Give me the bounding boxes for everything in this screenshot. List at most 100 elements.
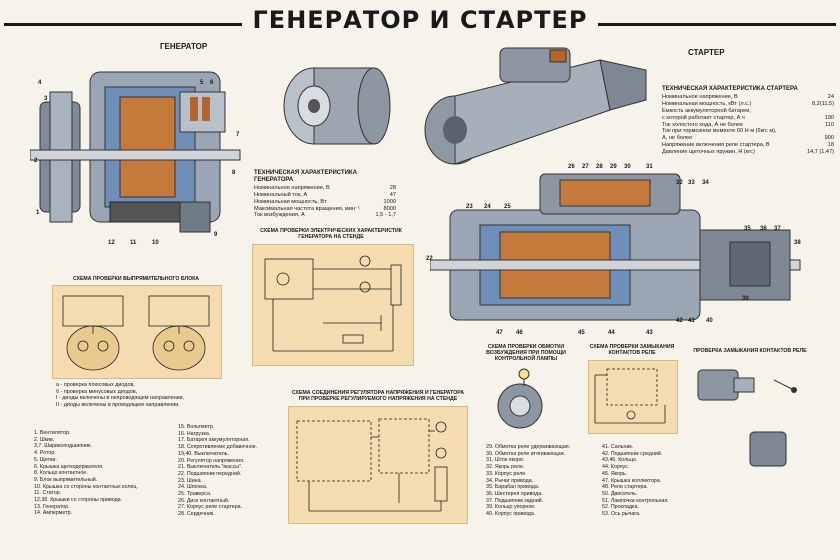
legend-item: 12,38. Крышки со стороны привода. <box>34 497 123 504</box>
gen-callout-7: 7 <box>236 132 240 138</box>
starter-callout-36: 36 <box>760 226 767 232</box>
legend-item: 3,7. Шарикоподшипник. <box>34 443 92 450</box>
legend-item: 5. Щетки. <box>34 456 57 463</box>
relay-check-illustration <box>697 369 797 467</box>
gen-callout-3: 3 <box>44 96 48 102</box>
legend-item: 13. Генератор. <box>34 503 70 510</box>
starter-spec-key: Ток холостого хода, А не более <box>662 121 744 128</box>
legend-column-3: 29. Обмотка реле удерживающая. 30. Обмот… <box>486 444 596 518</box>
legend-item: 53. Ось рычага. <box>602 511 641 518</box>
legend-item: 42. Подшипник средний. <box>602 450 663 457</box>
legend-item: 45. Якорь. <box>602 470 628 477</box>
legend-item: 9. Блок выпрямительный. <box>34 476 98 483</box>
gen-callout-6: 6 <box>210 80 214 86</box>
starter-callout-45: 45 <box>578 330 585 336</box>
legend-item: 1. Вентилятор. <box>34 430 71 436</box>
relay-scheme-caption: СХЕМА ПРОВЕРКИ ЗАМЫКАНИЯ КОНТАКТОВ РЕЛЕ <box>589 344 675 356</box>
starter-callout-33: 33 <box>688 180 695 186</box>
starter-spec-value: 24 <box>827 93 834 100</box>
legend-column-4: 41. Сальник. 42. Подшипник средний. 43,4… <box>602 444 702 518</box>
legend-column-2: 15. Вольтметр. 16. Нагрузка. 17. Батарея… <box>178 424 288 518</box>
starter-cutaway-illustration <box>430 173 801 321</box>
starter-spec-value: 14,7 (1,47) <box>806 149 834 156</box>
legend-item: 16. Нагрузка. <box>178 430 211 437</box>
starter-spec-key: Емкость аккумуляторной батареи, <box>662 107 751 114</box>
starter-callout-32: 32 <box>676 180 683 186</box>
starter-spec-key: Давление щеточных пружин, Н (кгс) <box>662 149 755 156</box>
generator-exterior-illustration <box>283 67 391 145</box>
legend-item: 48. Реле стартера. <box>602 484 648 491</box>
rect-scheme-caption: СХЕМА ПРОВЕРКИ ВЫПРЯМИТЕЛЬНОГО БЛОКА <box>72 276 200 282</box>
starter-spec-key: Ток при тормозном моменте 60 Н м (6кгс м… <box>662 128 777 135</box>
legend-item: 8. Кольцо контактное. <box>34 470 88 477</box>
legend-item: 51. Лампочка контрольная. <box>602 497 669 504</box>
legend-item: 35. Барабан привода. <box>486 484 540 491</box>
diode-note: I - диоды включены в непроводящем направ… <box>56 395 185 402</box>
generator-label: ГЕНЕРАТОР <box>160 42 208 51</box>
diode-note: а - проверка плюсовых диодов, <box>56 382 135 388</box>
gen-spec-value: 1000 <box>383 198 396 205</box>
elec-scheme-diagram <box>264 255 402 352</box>
starter-spec-value: 900 <box>824 135 834 142</box>
gen-spec-value: 1,5 - 1,7 <box>375 212 396 219</box>
relay-scheme-diagram <box>594 368 666 424</box>
starter-callout-29: 29 <box>610 164 617 170</box>
starter-spec-row: Давление щеточных пружин, Н (кгс) 14,7 (1… <box>662 149 834 156</box>
starter-callout-46: 46 <box>516 330 523 336</box>
starter-callout-35: 35 <box>744 226 751 232</box>
legend-item: 11. Статор. <box>34 490 62 497</box>
legend-item: 36. Шестерня привода. <box>486 490 543 497</box>
gen-spec-key: Номинальная мощность, Вт <box>254 198 327 205</box>
starter-spec-value: 8,2(11,5) <box>812 100 834 107</box>
title-rule-right <box>598 23 836 26</box>
legend-item: 23. Шина. <box>178 477 202 484</box>
gen-spec-row: Ток возбуждения, А 1,5 - 1,7 <box>254 212 396 219</box>
starter-specs-heading: ТЕХНИЧЕСКАЯ ХАРАКТЕРИСТИКА СТАРТЕРА <box>662 86 798 92</box>
legend-item: 25. Траверса. <box>178 491 212 498</box>
starter-label: СТАРТЕР <box>688 48 725 57</box>
starter-callout-26: 26 <box>568 164 575 170</box>
diode-note: б - проверка минусовых диодов, <box>56 388 138 395</box>
gen-callout-12: 12 <box>108 240 115 246</box>
legend-item: 24. Шпонка. <box>178 484 208 491</box>
diode-note: II - диоды включены в проводящем направл… <box>56 401 180 408</box>
starter-spec-row: Емкость аккумуляторной батареи, <box>662 108 834 115</box>
starter-callout-30: 30 <box>624 164 631 170</box>
gen-callout-8: 8 <box>232 170 236 176</box>
gen-callout-1: 1 <box>36 210 40 216</box>
legend-item: 28. Сердечник. <box>178 511 215 518</box>
gen-callout-5: 5 <box>200 80 204 86</box>
gen-callout-2: 2 <box>34 158 38 164</box>
starter-spec-row: Ток при тормозном моменте 60 Н м (6кгс м… <box>662 128 834 135</box>
legend-item: 10. Крышка со стороны контактных колец. <box>34 483 138 490</box>
reg-scheme-caption: СХЕМА СОЕДИНЕНИЯ РЕГУЛЯТОРА НАПРЯЖЕНИЯ И… <box>292 390 464 402</box>
gen-spec-value: 28 <box>389 184 396 191</box>
starter-callout-25: 25 <box>504 204 511 210</box>
elec-scheme-panel <box>252 244 414 366</box>
legend-item: 50. Двигатель. <box>602 490 638 497</box>
starter-callout-28: 28 <box>596 164 603 170</box>
title-rule-left <box>4 23 242 26</box>
gen-spec-row: Номинальная мощность, Вт 1000 <box>254 199 396 206</box>
starter-callout-24: 24 <box>484 204 491 210</box>
legend-item: 19,40. Выключатель. <box>178 450 229 457</box>
winding-scheme-diagram <box>497 368 543 429</box>
generator-cutaway-illustration <box>30 71 241 233</box>
starter-callout-43: 43 <box>646 330 653 336</box>
legend-item: 20. Регулятор напряжения. <box>178 457 245 464</box>
starter-specs: ТЕХНИЧЕСКАЯ ХАРАКТЕРИСТИКА СТАРТЕРА Номи… <box>662 86 834 156</box>
gen-spec-key: Номинальный ток, А <box>254 191 308 198</box>
starter-spec-value: 190 <box>824 114 834 121</box>
legend-item: 31. Шток якоря. <box>486 457 525 464</box>
legend-item: 6. Крышка щеткодержателя. <box>34 463 104 470</box>
legend-item: 18. Сопротивление добавочное. <box>178 444 258 451</box>
starter-callout-31: 31 <box>646 164 653 170</box>
gen-spec-key: Ток возбуждения, А <box>254 212 305 219</box>
starter-callout-41: 41 <box>688 318 695 324</box>
legend-item: 26. Диск контактный. <box>178 497 230 504</box>
legend-item: 44. Корпус. <box>602 464 630 471</box>
